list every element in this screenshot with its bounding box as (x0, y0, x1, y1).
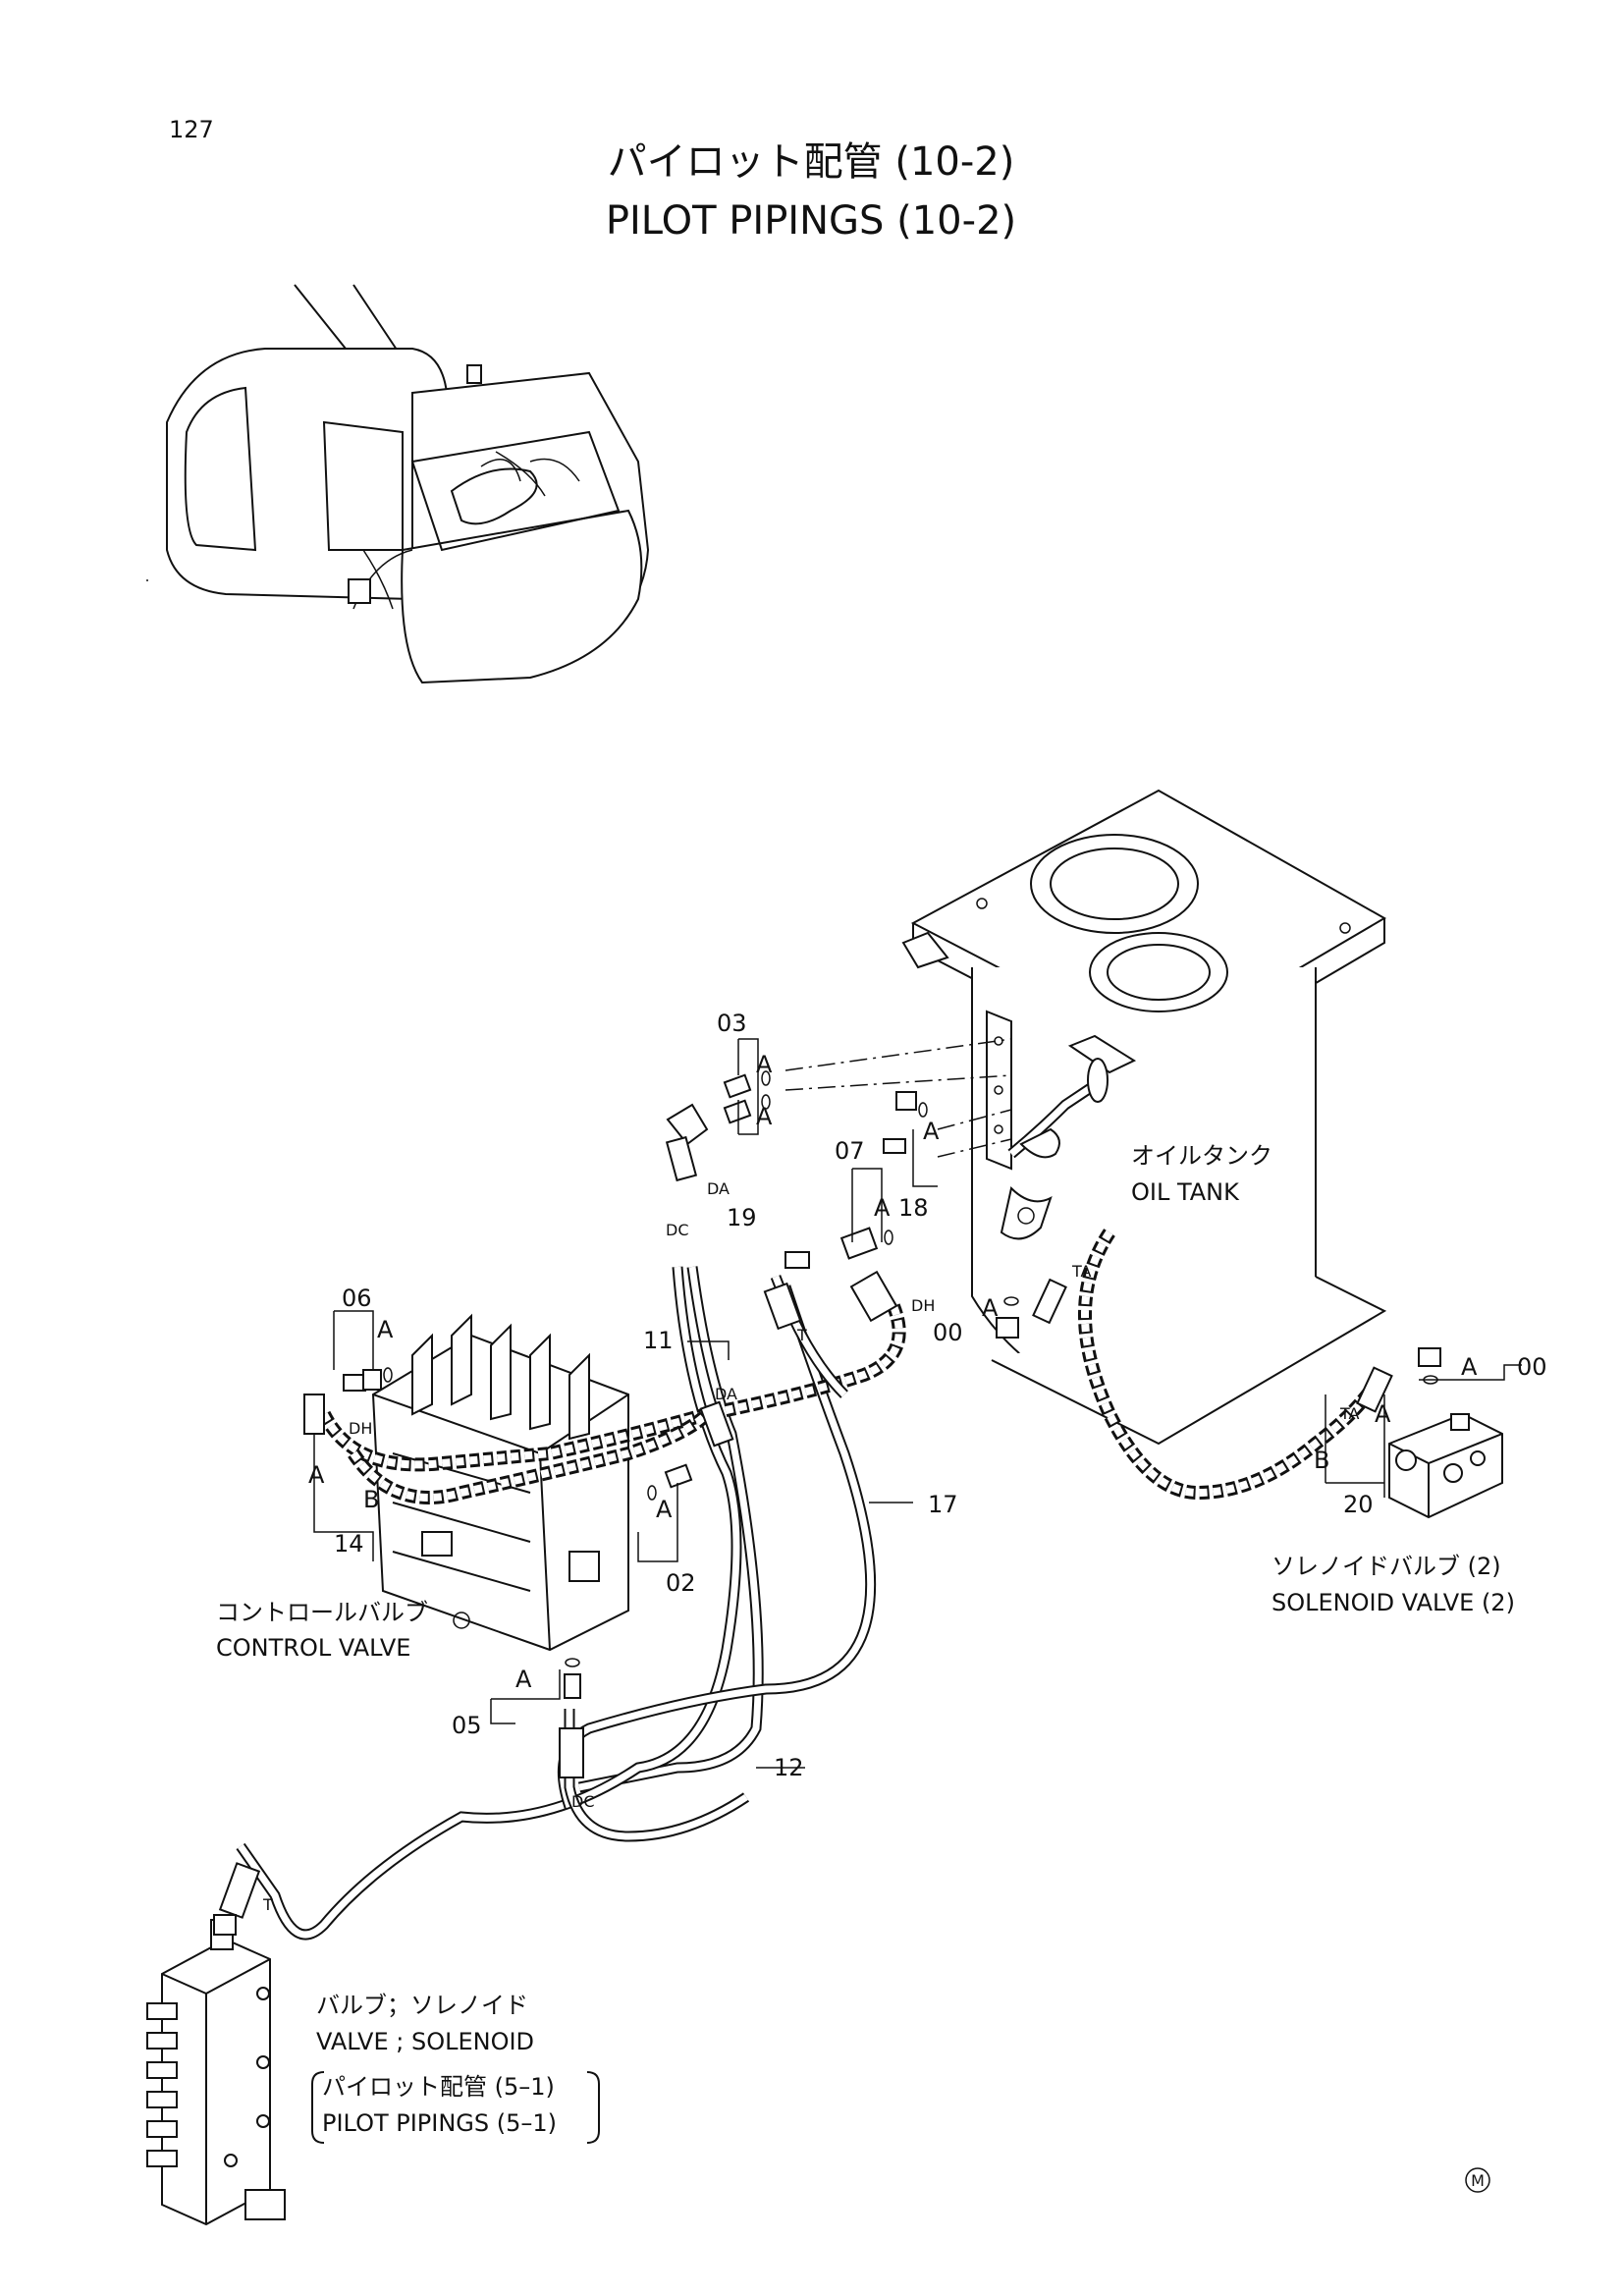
hose-da-spiral (348, 1408, 712, 1504)
port-dc-lower: DC (571, 1792, 595, 1811)
callout-02: 02 (666, 1569, 696, 1597)
port-dc-upper: DC (666, 1221, 689, 1239)
callout-19-a-lower: A (756, 1103, 773, 1130)
callout-03-a-upper: A (756, 1051, 773, 1078)
valve-solenoid-block (146, 1919, 286, 2226)
port-ta-tank: TA (1071, 1262, 1092, 1281)
callout-00-right: 00 (1517, 1353, 1547, 1381)
callout-00-a-right: A (1461, 1353, 1478, 1381)
callout-06-a: A (377, 1316, 394, 1343)
callout-05: 05 (452, 1712, 482, 1739)
callout-20-a: A (1375, 1400, 1391, 1428)
oil-tank (901, 789, 1387, 1446)
callout-06: 06 (342, 1285, 372, 1312)
callout-03: 03 (717, 1010, 747, 1037)
control-valve-label-en: CONTROL VALVE (216, 1634, 410, 1662)
oil-tank-label-en: OIL TANK (1131, 1178, 1240, 1206)
port-da-upper: DA (707, 1179, 730, 1198)
solenoid-valve-label-jp: ソレノイドバルブ (2) (1271, 1553, 1501, 1580)
valve-solenoid-label-en: VALVE ; SOLENOID (316, 2028, 534, 2055)
control-valve-label-jp: コントロールバルブ (216, 1599, 428, 1626)
callout-20: 20 (1343, 1491, 1374, 1518)
callout-11: 11 (643, 1327, 674, 1354)
page-number: 127 (169, 116, 214, 143)
hose-dc-lower (564, 1709, 750, 1842)
callout-07: 07 (835, 1137, 865, 1165)
reference-label-en: PILOT PIPINGS (5–1) (322, 2109, 557, 2137)
callout-07-a: A (874, 1194, 891, 1222)
callout-18: 18 (898, 1194, 929, 1222)
callout-18-a: A (923, 1118, 940, 1145)
callout-00-left: 00 (933, 1319, 963, 1346)
valve-solenoid-label-jp: バルブ；ソレノイド (316, 1992, 528, 2019)
m-mark-circle (1465, 2167, 1490, 2193)
callout-12: 12 (774, 1754, 804, 1781)
callout-14-a: A (308, 1461, 325, 1489)
solenoid-valve-label-en: SOLENOID VALVE (2) (1271, 1589, 1515, 1616)
reference-label-jp: パイロット配管 (5–1) (322, 2073, 555, 2101)
m-mark: M (1471, 2171, 1485, 2190)
callout-14-b: B (363, 1486, 379, 1513)
callout-19: 19 (727, 1204, 757, 1231)
hose-ta-spiral (1078, 1229, 1380, 1501)
port-ta-solenoid: TA (1339, 1404, 1360, 1423)
callout-05-a: A (515, 1666, 532, 1693)
callout-00-a-left: A (982, 1294, 999, 1322)
solenoid-valve-2 (1388, 1412, 1503, 1519)
hose-dh-spiral (317, 1303, 906, 1472)
callout-14: 14 (334, 1530, 364, 1558)
fittings (213, 1070, 1441, 1936)
reference-bracket-right (586, 2071, 600, 2144)
title-english: PILOT PIPINGS (10-2) (606, 198, 1016, 244)
excavator-overview-illustration (146, 284, 650, 684)
port-da-lower: DA (715, 1385, 737, 1403)
port-leader-lines (784, 1038, 1012, 1158)
oil-tank-label-jp: オイルタンク (1131, 1142, 1272, 1170)
hose-11 (577, 1266, 764, 1793)
hose-17 (557, 1285, 877, 1809)
control-valve (371, 1313, 629, 1652)
port-t-lower: T (262, 1895, 273, 1914)
reference-bracket-left (311, 2071, 325, 2144)
hose-12 (236, 1266, 742, 1941)
callout-leaders (313, 1038, 1522, 1769)
callout-02-a: A (656, 1496, 673, 1523)
port-dh-tank: DH (911, 1296, 935, 1315)
port-dh-control: DH (349, 1419, 372, 1438)
callout-20-b: B (1314, 1447, 1329, 1474)
callout-17: 17 (928, 1491, 958, 1518)
port-t-upper: T (796, 1326, 807, 1344)
title-japanese: パイロット配管 (10-2) (608, 139, 1015, 185)
